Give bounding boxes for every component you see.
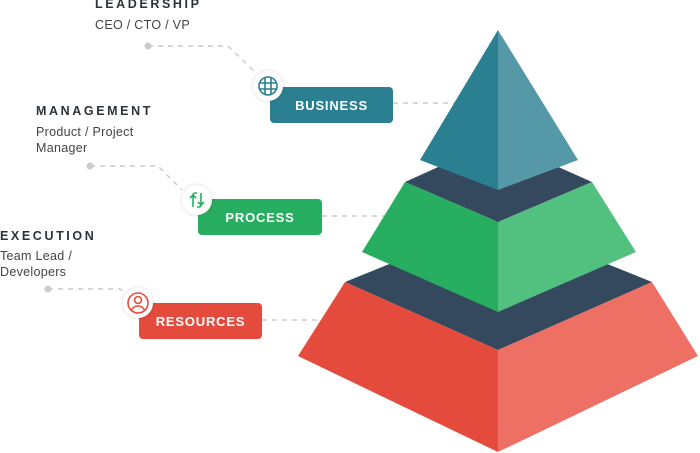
refresh-icon	[182, 185, 212, 215]
roles-leadership: CEO / CTO / VP	[95, 18, 190, 32]
pyramid-resources-left	[298, 282, 498, 452]
heading-management: MANAGEMENT	[36, 104, 153, 118]
connector-dot	[44, 285, 52, 293]
process-button[interactable]: PROCESS	[198, 199, 322, 235]
heading-leadership: LEADERSHIP	[95, 0, 202, 11]
connector-dot	[144, 42, 152, 50]
pyramid-process-left	[362, 182, 498, 312]
business-button[interactable]: BUSINESS	[270, 87, 393, 123]
pyramid-process-right	[498, 182, 636, 312]
roles-management: Product / Project Manager	[36, 125, 134, 155]
resources-button[interactable]: RESOURCES	[139, 303, 262, 339]
pyramid-business-right	[498, 30, 578, 190]
heading-execution: EXECUTION	[0, 229, 97, 243]
roles-execution: Team Lead / Developers	[0, 249, 73, 279]
user-icon	[123, 288, 153, 318]
pyramid-resources-right	[498, 282, 698, 452]
connector-dot	[86, 162, 94, 170]
pyramid-business-left	[420, 30, 498, 190]
globe-icon	[253, 71, 283, 101]
